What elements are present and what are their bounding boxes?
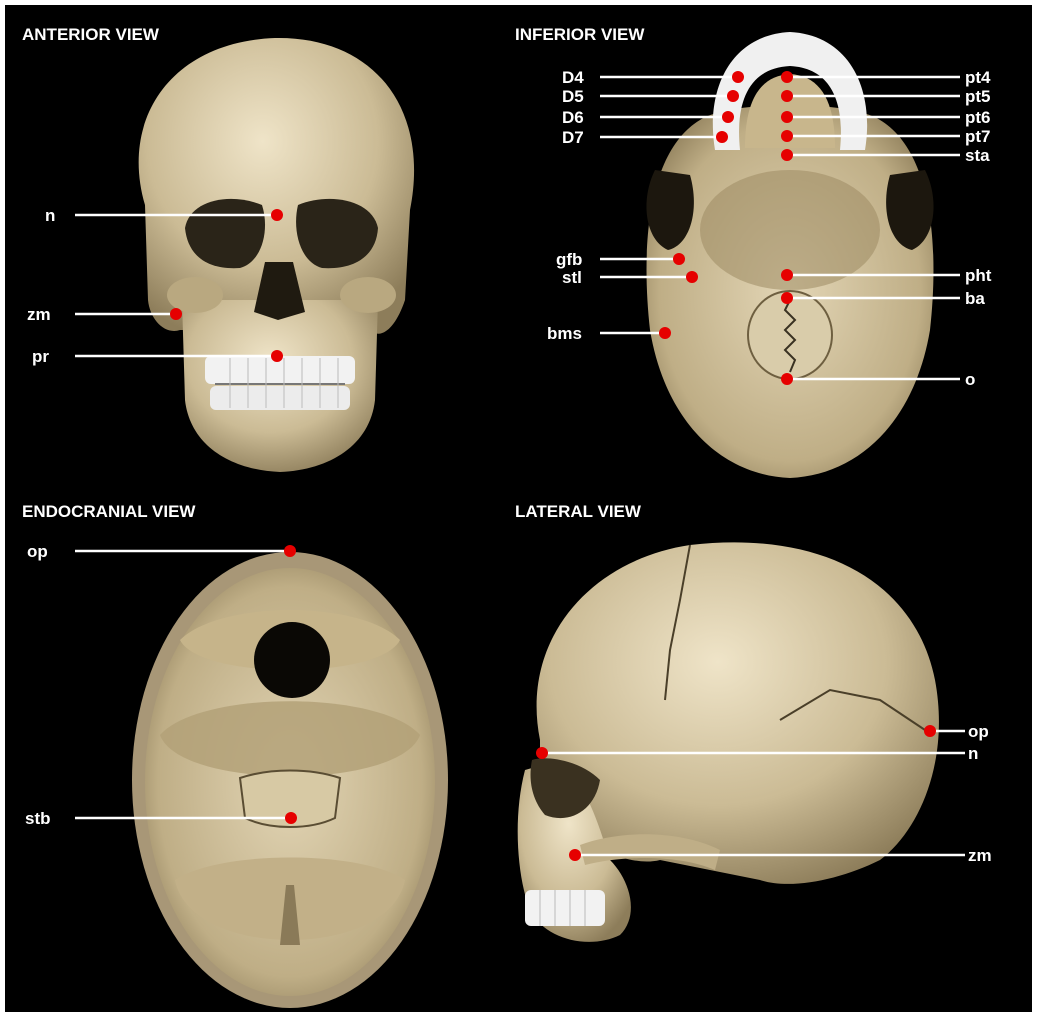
anterior-view-title: ANTERIOR VIEW [22, 25, 160, 44]
landmark-label-D4: D4 [562, 68, 584, 87]
landmark-label-pt6: pt6 [965, 108, 991, 127]
lateral-view-title: LATERAL VIEW [515, 502, 642, 521]
landmark-label-D5: D5 [562, 87, 584, 106]
anterior-skull-illustration [139, 38, 414, 472]
inferior-view-title: INFERIOR VIEW [515, 25, 645, 44]
landmark-D5: D5 [562, 87, 739, 106]
landmark-label-n-lateral: n [968, 744, 978, 763]
landmark-label-pht: pht [965, 266, 992, 285]
landmark-D4: D4 [562, 68, 744, 87]
anterior-view-panel: ANTERIOR VIEW n [22, 25, 414, 472]
endocranial-view-panel: ENDOCRANIAL VIEW op stb [22, 502, 448, 1008]
landmark-label-op: op [27, 542, 48, 561]
figure-canvas: ANTERIOR VIEW n [5, 5, 1032, 1012]
landmark-label-D6: D6 [562, 108, 584, 127]
lateral-view-panel: LATERAL VIEW op n [515, 502, 992, 942]
landmark-label-bms: bms [547, 324, 582, 343]
landmark-label-ba: ba [965, 289, 985, 308]
landmark-label-o: o [965, 370, 975, 389]
landmark-label-zm: zm [27, 305, 51, 324]
landmark-label-stl: stl [562, 268, 582, 287]
figure-frame: ANTERIOR VIEW n [5, 5, 1032, 1012]
lateral-skull-illustration [518, 542, 939, 942]
landmark-label-sta: sta [965, 146, 990, 165]
landmark-label-n: n [45, 206, 55, 225]
endocranial-skull-illustration [132, 552, 448, 1008]
landmark-label-D7: D7 [562, 128, 584, 147]
landmark-label-pr: pr [32, 347, 49, 366]
landmark-label-gfb: gfb [556, 250, 582, 269]
endocranial-view-title: ENDOCRANIAL VIEW [22, 502, 196, 521]
landmark-label-pt5: pt5 [965, 87, 991, 106]
inferior-view-panel: INFERIOR VIEW D4 D5 D [515, 25, 992, 478]
landmark-label-pt7: pt7 [965, 127, 991, 146]
landmark-label-zm-lateral: zm [968, 846, 992, 865]
landmark-label-op-lateral: op [968, 722, 989, 741]
landmark-label-stb: stb [25, 809, 51, 828]
landmark-label-pt4: pt4 [965, 68, 991, 87]
